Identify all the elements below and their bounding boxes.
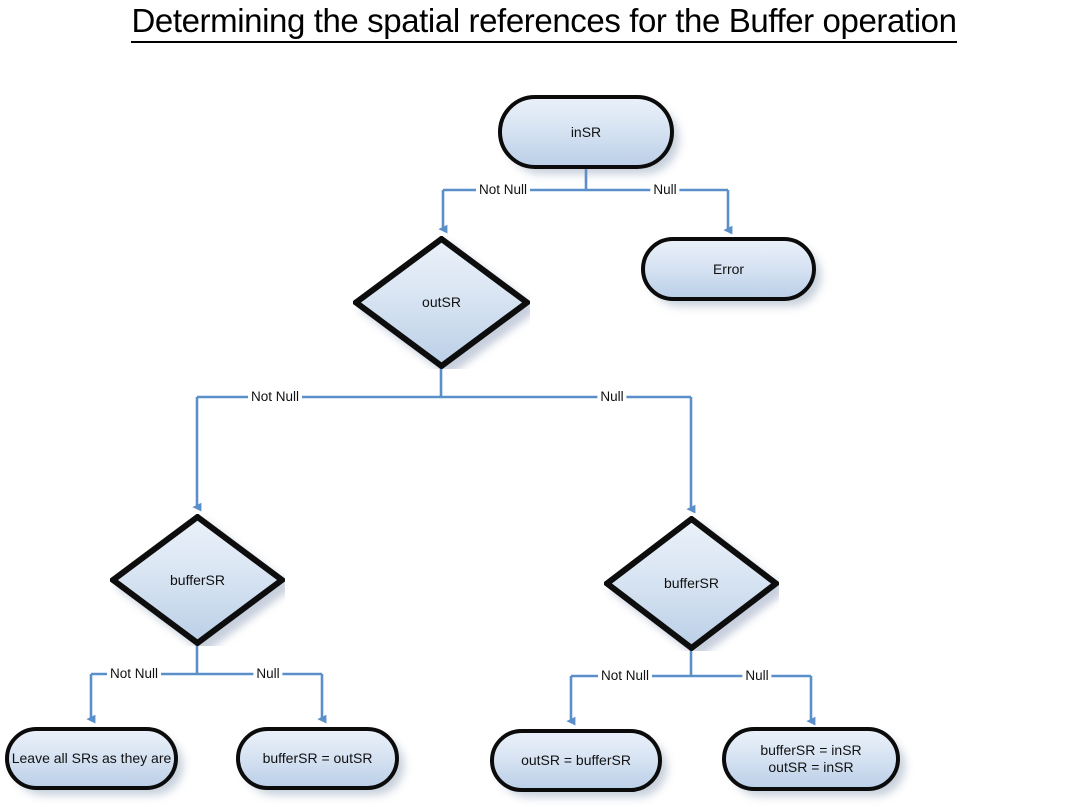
node-outsr-equals-buffersr-label: outSR = bufferSR xyxy=(521,752,631,768)
edge-label-level3-right-null: Null xyxy=(742,669,772,683)
node-buffersr-equals-insr-label: bufferSR = inSR xyxy=(760,742,862,758)
node-buffersr-equals-outsr[interactable]: bufferSR = outSR xyxy=(236,727,399,790)
node-error[interactable]: Error xyxy=(641,237,816,301)
node-leave-all-srs[interactable]: Leave all SRs as they are xyxy=(5,727,178,790)
edge-label-level3-left-not-null: Not Null xyxy=(106,667,162,681)
edge-label-level2-null: Null xyxy=(597,390,627,404)
node-outsr-equals-insr-label: outSR = inSR xyxy=(768,759,854,775)
diamond-shape-buffersr-left xyxy=(110,514,285,646)
node-outsr-equals-buffersr[interactable]: outSR = bufferSR xyxy=(490,729,662,792)
node-buffersr-right[interactable]: bufferSR xyxy=(604,516,779,651)
node-buffersr-left[interactable]: bufferSR xyxy=(110,514,285,646)
page-title: Determining the spatial references for t… xyxy=(0,2,1088,43)
edge-label-level3-right-not-null: Not Null xyxy=(597,669,653,683)
page-title-text: Determining the spatial references for t… xyxy=(131,2,957,43)
node-buffersr-outsr-equals-insr[interactable]: bufferSR = inSR outSR = inSR xyxy=(722,727,900,791)
node-outsr[interactable]: outSR xyxy=(353,236,530,369)
node-insr[interactable]: inSR xyxy=(498,95,674,169)
edge-label-level1-null: Null xyxy=(650,183,680,197)
edge-label-level3-left-null: Null xyxy=(253,667,283,681)
node-insr-label: inSR xyxy=(570,123,602,140)
diamond-shape-outsr xyxy=(353,236,530,369)
node-error-label: Error xyxy=(712,260,745,277)
diamond-shape-buffersr-right xyxy=(604,516,779,651)
node-buffersr-equals-outsr-label: bufferSR = outSR xyxy=(262,750,373,766)
edge-label-level1-not-null: Not Null xyxy=(475,183,531,197)
node-leave-all-srs-label: Leave all SRs as they are xyxy=(11,750,172,766)
edge-label-level2-not-null: Not Null xyxy=(247,390,303,404)
